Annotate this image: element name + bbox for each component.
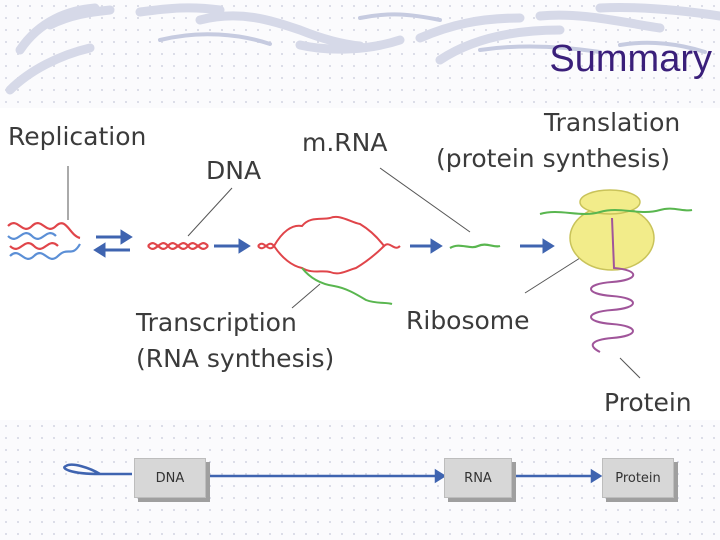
label-dna: DNA [206,156,262,185]
flow-lines [63,463,603,484]
mrna-pointer [379,167,471,233]
mrna-strand [449,243,501,249]
label-translation: Translation [544,108,681,137]
mrna-arrow [410,238,443,254]
central-dogma-figure: Replication DNA m.RNA Translation (prote… [0,108,720,420]
dna-pointer [187,187,233,237]
flow-box-dna: DNA [134,458,206,498]
label-mrna: m.RNA [302,128,388,157]
label-replication: Replication [8,122,147,151]
translation-arrow [520,238,555,254]
transcription-pointer [291,283,321,309]
label-ribosome: Ribosome [406,306,530,335]
dna-helix [147,242,209,250]
ribosome-shape [539,189,693,271]
transcription-arrow [214,238,251,254]
transcription-bubble [257,215,401,305]
label-protein: Protein [604,388,692,417]
dogma-illustration [7,166,693,379]
flow-box-rna: RNA [444,458,512,498]
replicating-dna [7,222,81,260]
label-protein-synthesis: (protein synthesis) [436,144,671,173]
label-transcription: Transcription [136,308,297,337]
ribosome-pointer [524,257,581,294]
flow-box-protein: Protein [602,458,674,498]
label-rna-synthesis: (RNA synthesis) [136,344,335,373]
replication-arrows [93,229,133,258]
protein-chain [590,217,635,353]
decorative-swirls [5,2,720,95]
slide-title: Summary [549,38,712,80]
protein-pointer [619,357,641,379]
